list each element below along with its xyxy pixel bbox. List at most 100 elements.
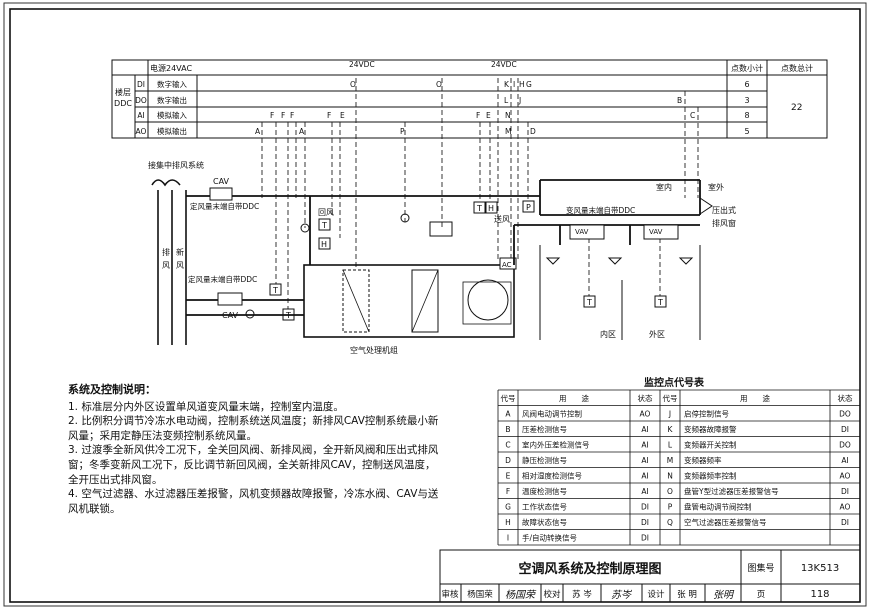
vav-box-outer <box>643 224 679 240</box>
sensor-h: H <box>488 204 494 213</box>
legend-state: AI <box>641 487 648 496</box>
legend-use: 手/自动转换信号 <box>522 533 577 543</box>
ac-box <box>499 257 517 270</box>
sensor-t: T <box>321 221 327 230</box>
ao-letter: A <box>255 127 261 136</box>
row-sub-di: 6 <box>744 80 749 89</box>
exhaust-vertical-1: 排 <box>162 247 170 257</box>
vav-box-inner <box>569 224 605 240</box>
relief-label-1: 压出式 <box>712 205 736 215</box>
ai-letter: F <box>270 111 274 120</box>
legend-code: O <box>667 487 673 496</box>
ddc-point-table <box>111 59 828 139</box>
ao-letter: A <box>299 127 305 136</box>
filter-1 <box>342 269 370 333</box>
title-block <box>439 549 861 603</box>
legend-use: 静压检测信号 <box>522 455 567 465</box>
ddc-total: 22 <box>791 103 802 113</box>
review-name: 杨国荣 <box>467 589 493 600</box>
col-subtotal: 点数小计 <box>731 63 763 73</box>
legend-state: AI <box>641 425 648 434</box>
ao-letter: M <box>505 127 511 136</box>
valve-actuator <box>400 213 410 223</box>
ddc-row-header-2: DDC <box>114 99 132 108</box>
review-label: 审核 <box>441 589 459 600</box>
do-letter: B <box>677 96 682 105</box>
shafts <box>151 179 187 345</box>
fresh-vertical-1: 新 <box>176 247 184 257</box>
legend-use: 风阀电动调节控制 <box>522 409 582 419</box>
atlas-label: 图集号 <box>747 562 774 574</box>
diffusers <box>545 257 694 265</box>
legend-header-state: 状态 <box>638 393 653 403</box>
legend-state: DI <box>641 534 649 543</box>
drawing-title: 空调风系统及控制原理图 <box>518 561 661 577</box>
design-name: 张 明 <box>677 590 697 600</box>
legend-grid <box>497 389 861 546</box>
legend-header-state: 状态 <box>838 393 853 403</box>
legend-code: I <box>507 534 509 543</box>
sensor-h: H <box>321 240 327 249</box>
col-24vdc-b: 24VDC <box>491 60 517 69</box>
di-letter: H <box>519 80 525 89</box>
exhaust-duct <box>186 179 701 265</box>
legend-use: 温度检测信号 <box>522 486 567 496</box>
fan <box>467 279 509 321</box>
di-letter: I <box>513 80 515 89</box>
legend-use: 变频器频率控制 <box>684 471 737 481</box>
ai-letter: N <box>505 111 511 120</box>
legend-use: 变频器频率 <box>684 455 722 465</box>
legend-use: 变频器故障报警 <box>684 424 737 434</box>
legend-use: 空气过滤器压差报警信号 <box>684 517 767 527</box>
legend-use: 盘管电动调节阀控制 <box>684 502 752 512</box>
legend-state: AI <box>641 441 648 450</box>
design-label: 设计 <box>647 589 665 600</box>
ai-letter: F <box>476 111 480 120</box>
ao-letter: D <box>530 127 536 136</box>
signal-letters: O O K I H G L J B F F F F E F E N C A A … <box>255 80 695 136</box>
ai-letter: E <box>486 111 491 120</box>
valve-actuator <box>300 223 310 233</box>
legend-code: L <box>668 441 673 450</box>
ai-letter: E <box>340 111 345 120</box>
legend-use: 故障状态信号 <box>522 517 567 527</box>
vav-outer-label: VAV <box>649 228 663 236</box>
row-code-di: DI <box>137 80 145 89</box>
notes-title: 系统及控制说明： <box>68 383 156 396</box>
legend-code: Q <box>667 518 673 527</box>
legend-header-use: 用 途 <box>740 393 770 403</box>
row-label-ao: 模拟输出 <box>157 126 187 136</box>
supply-label: 送风 <box>494 214 510 224</box>
legend-use: 变频器开关控制 <box>684 440 737 450</box>
fresh-duct <box>186 299 304 316</box>
sensor-t: T <box>657 298 663 307</box>
ai-letter: F <box>281 111 285 120</box>
ddc-row-header-1: 楼层 <box>115 87 131 97</box>
note-line: 3. 过渡季全新风供冷工况下，全关回风阀、新排风阀，全开新风阀和压出式排风窗；冬… <box>68 444 439 486</box>
legend-code: G <box>505 503 511 512</box>
legend-state: DO <box>839 410 851 419</box>
vav-ddc-label: 变风量末端自带DDC <box>566 205 635 215</box>
outdoor-label: 室外 <box>708 182 724 192</box>
legend-code: K <box>668 425 674 434</box>
relief-label-2: 排风窗 <box>712 218 736 228</box>
cav-bottom-box <box>217 292 243 306</box>
ai-letter: C <box>690 111 695 120</box>
sensor-t: T <box>586 298 592 307</box>
fan-housing <box>462 281 512 325</box>
cav-ddc-top: 定风量末端自带DDC <box>190 201 259 211</box>
di-letter: O <box>436 80 442 89</box>
atlas-number: 13K513 <box>801 563 839 574</box>
legend-code: P <box>668 503 673 512</box>
ai-letter: F <box>327 111 331 120</box>
page-label: 页 <box>757 590 766 600</box>
legend-state: DI <box>641 518 649 527</box>
legend-state: AO <box>840 503 851 512</box>
check-label: 校对 <box>543 589 561 600</box>
legend-state: DI <box>641 503 649 512</box>
legend-state: AI <box>641 456 648 465</box>
sensor-t: T <box>272 286 278 295</box>
row-label-ai: 模拟输入 <box>157 110 187 120</box>
